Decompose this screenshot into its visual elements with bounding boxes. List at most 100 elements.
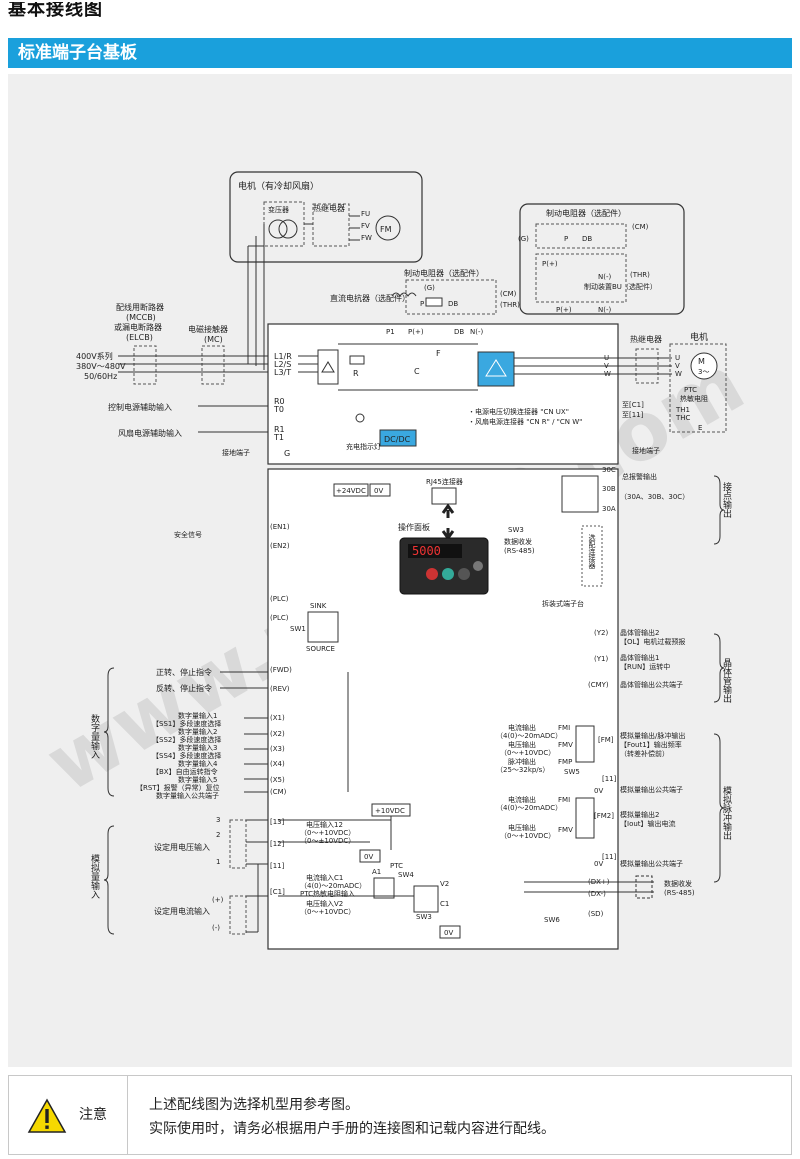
svg-text:FMV: FMV <box>558 741 573 749</box>
term-u: U <box>604 354 609 362</box>
contact-label-2: （30A、30B、30C） <box>620 493 689 501</box>
di-4-line-2: 【BX】自由运转指令 <box>152 767 218 776</box>
di-1-line-1: 数字量输入1 <box>178 711 217 720</box>
dc-reactor-label: 直流电抗器（选配件） <box>330 293 410 303</box>
power-spec-1: 400V系列 <box>76 351 113 361</box>
analog-group-label: 模拟量输入 <box>89 854 100 899</box>
term-nminus: N(-) <box>470 328 483 336</box>
section-title: 标准端子台基板 <box>8 38 792 68</box>
term-fwd: (FWD) <box>270 666 292 674</box>
svg-text:FMI: FMI <box>558 724 570 732</box>
term-v: V <box>604 362 609 370</box>
svg-text:[FM]: [FM] <box>598 736 614 744</box>
term-x4: (X4) <box>270 760 285 768</box>
term-rev: (REV) <box>270 685 290 693</box>
term-plc-2: (PLC) <box>270 614 289 622</box>
svg-text:P(+): P(+) <box>556 306 572 314</box>
wiring-diagram-svg: www.zkh360.com 电机（有冷却风扇） 变压器 热继电器 FU FV … <box>31 171 759 950</box>
brake-unit-label: 制动装置BU（选配件） <box>584 282 657 291</box>
to-y1-line-2: 【RUN】运转中 <box>620 662 670 671</box>
term-x1: (X1) <box>270 714 285 722</box>
transistor-group-label: 晶体管输出 <box>721 658 732 704</box>
svg-text:或漏电断路器: 或漏电断路器 <box>114 322 162 332</box>
set-current-label: 设定用电流输入 <box>154 906 210 916</box>
keypad-display: 5000 <box>412 544 441 558</box>
term-30b: 30B <box>602 485 616 493</box>
svg-text:(MCCB): (MCCB) <box>126 313 156 322</box>
svg-text:F: F <box>436 349 441 358</box>
fm-common-1: 模拟量输出公共端子 <box>620 785 683 794</box>
ground-term-right: 接地端子 <box>632 446 660 455</box>
mc-label: 电磁接触器 <box>188 324 228 334</box>
term-th1: TH1 <box>675 406 690 414</box>
term-30a: 30A <box>602 505 616 513</box>
wiring-diagram: www.zkh360.com 电机（有冷却风扇） 变压器 热继电器 FU FV … <box>8 74 792 1067</box>
svg-text:FMP: FMP <box>558 758 572 766</box>
analog-out-group-label: 模拟脉冲输出 <box>721 786 732 841</box>
to-c1: 至[C1] <box>622 401 644 409</box>
term-db: DB <box>454 328 464 336</box>
term-11-in: [11] <box>270 862 285 870</box>
safety-label: 安全信号 <box>174 530 202 539</box>
digital-input-list: 数字量输入1 【SS1】多段速度选择 (X1) 数字量输入2 【SS2】多段速度… <box>136 711 287 800</box>
sw3-bottom: SW3 <box>416 913 432 921</box>
svg-text:电流输出: 电流输出 <box>508 795 536 804</box>
connector-note-1: ・电源电压切换连接器 "CN UX" <box>468 407 569 416</box>
sw1-label: SW1 <box>290 625 306 633</box>
digital-group-label: 数字量输入 <box>89 713 100 759</box>
term-l2: L2/S <box>274 360 291 369</box>
svg-text:1: 1 <box>216 858 220 866</box>
fm1-block: 电流输出 （4(0)～20mADC） 电压输出 （0～+10VDC） 脉冲输出 … <box>496 723 685 795</box>
term-g: G <box>284 449 290 458</box>
sw4-label: SW4 <box>398 871 414 879</box>
svg-text:V: V <box>675 362 680 370</box>
power-spec-2: 380V～480V <box>76 362 126 371</box>
ptc-small: PTC <box>390 862 403 870</box>
svg-text:电压输出: 电压输出 <box>508 823 536 832</box>
warning-icon <box>27 1098 67 1133</box>
removable-terminal-label: 拆装式端子台 <box>542 599 584 608</box>
fan-term-fu: FU <box>361 210 370 218</box>
svg-text:(THR): (THR) <box>500 301 520 309</box>
svg-text:（转差补偿前）: （转差补偿前） <box>620 749 669 758</box>
note-left-cell: 注意 <box>9 1076 128 1154</box>
fm-common-2: 模拟量输出公共端子 <box>620 859 683 868</box>
svg-text:(+): (+) <box>212 896 224 904</box>
note-line-2: 实际使用时，请务必根据用户手册的连接图和记载内容进行配线。 <box>149 1121 555 1137</box>
note-line-1: 上述配线图为选择机型用参考图。 <box>149 1097 359 1113</box>
v2-term: V2 <box>440 880 449 888</box>
svg-text:（25～32kp/s）: （25～32kp/s） <box>496 766 549 774</box>
rs485-bottom-1: 数据收发 <box>664 879 692 888</box>
svg-text:W: W <box>675 370 682 378</box>
power-spec-3: 50/60Hz <box>84 372 117 381</box>
v12-line-2: （0～+10VDC） <box>300 829 355 837</box>
supply-24v: +24VDC <box>336 487 366 495</box>
term-y2: (Y2) <box>594 629 608 637</box>
svg-text:[11]: [11] <box>602 853 617 861</box>
svg-text:C: C <box>414 367 420 376</box>
rs485-top-1: 数据收发 <box>504 537 532 546</box>
svg-text:(G): (G) <box>518 235 529 243</box>
term-dxm: (DX-) <box>588 890 606 898</box>
svg-text:0V: 0V <box>444 929 453 937</box>
di-5-line-2: 【RST】报警（异常）复位 <box>136 783 220 792</box>
rs485-top-2: (RS-485) <box>504 547 535 555</box>
svg-text:（4(0)～20mADC）: （4(0)～20mADC） <box>496 804 562 812</box>
term-p1: P1 <box>386 328 395 336</box>
svg-text:P: P <box>564 235 568 243</box>
ptc-label: PTC <box>684 386 697 394</box>
svg-text:脉冲输出: 脉冲输出 <box>508 757 536 766</box>
a1-label: A1 <box>372 868 381 876</box>
fm2-block: 电流输出 （4(0)～20mADC） 电压输出 （0～+10VDC） FMI F… <box>496 795 683 868</box>
term-l3: L3/T <box>274 368 291 377</box>
svg-text:(-): (-) <box>212 924 220 932</box>
fwd-label: 正转、停止指令 <box>156 667 212 677</box>
thermal-relay-label: 热继电器 <box>313 203 345 213</box>
svg-text:DB: DB <box>448 300 458 308</box>
svg-text:R: R <box>353 369 359 378</box>
di-5-line-1: 数字量输入5 <box>178 775 217 784</box>
svg-text:(MC): (MC) <box>204 335 223 344</box>
svg-text:P: P <box>420 300 424 308</box>
mccb-line-1: 配线用断路器 <box>116 302 164 312</box>
svg-text:0V: 0V <box>594 787 603 795</box>
